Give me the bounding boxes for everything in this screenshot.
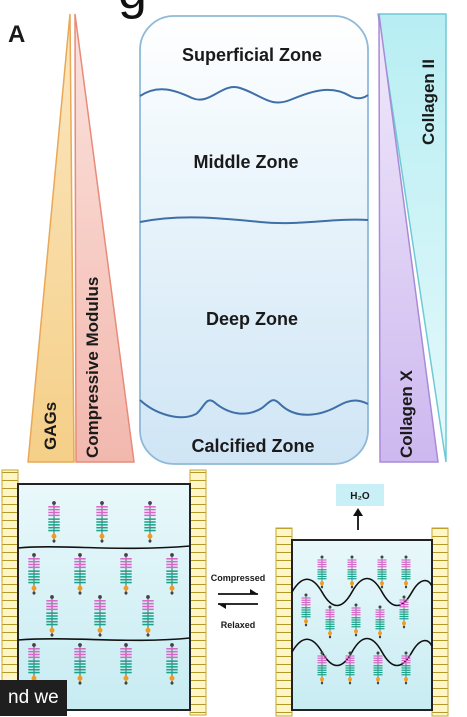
relaxed-left-ladder	[1, 469, 19, 716]
compressive-modulus-label: Compressive Modulus	[83, 277, 102, 458]
middle-zone-label: Middle Zone	[194, 152, 299, 172]
compressed-label: Compressed	[211, 573, 266, 583]
relaxed-matrix	[1, 469, 207, 716]
panel-label: A	[8, 21, 25, 48]
water-label: H₂O	[350, 491, 370, 502]
compressed-left-ladder	[275, 527, 293, 717]
caption-overlay: nd we	[0, 680, 67, 716]
relaxed-collagen-fiber-1	[17, 545, 191, 550]
compressed-matrix-box	[291, 539, 433, 711]
water-badge	[336, 484, 384, 506]
middle-deep-boundary	[139, 216, 369, 225]
compress-arrowhead	[250, 589, 258, 594]
relax-arrowhead	[218, 604, 226, 609]
compressed-right-ladder	[431, 527, 449, 717]
zone-column	[139, 15, 369, 465]
compressed-collagen-fiber-1	[291, 577, 433, 607]
superficial-zone-label: Superficial Zone	[182, 45, 322, 65]
water-arrowhead	[353, 508, 363, 516]
collagen-ii-label: Collagen II	[419, 59, 438, 145]
calcified-zone-label: Calcified Zone	[191, 436, 314, 456]
superficial-middle-boundary	[139, 86, 369, 104]
collagen-x-label: Collagen X	[397, 369, 416, 458]
gags-wedge	[27, 13, 75, 463]
relaxed-label: Relaxed	[221, 620, 256, 630]
compressed-collagen-fiber-2	[291, 637, 433, 667]
collagen-ii-wedge	[377, 13, 447, 463]
relaxed-collagen-fiber-2	[17, 637, 191, 642]
compressive-modulus-wedge	[74, 13, 135, 463]
collagen-x-wedge	[378, 13, 439, 463]
tidemark-boundary	[139, 399, 369, 419]
relaxed-right-ladder	[189, 469, 207, 716]
gags-label: GAGs	[41, 402, 60, 450]
relaxed-matrix-box	[17, 483, 191, 711]
compressed-matrix: H₂O	[275, 484, 449, 717]
deep-zone-label: Deep Zone	[206, 309, 298, 329]
cut-title-glyph: g	[118, 0, 147, 20]
